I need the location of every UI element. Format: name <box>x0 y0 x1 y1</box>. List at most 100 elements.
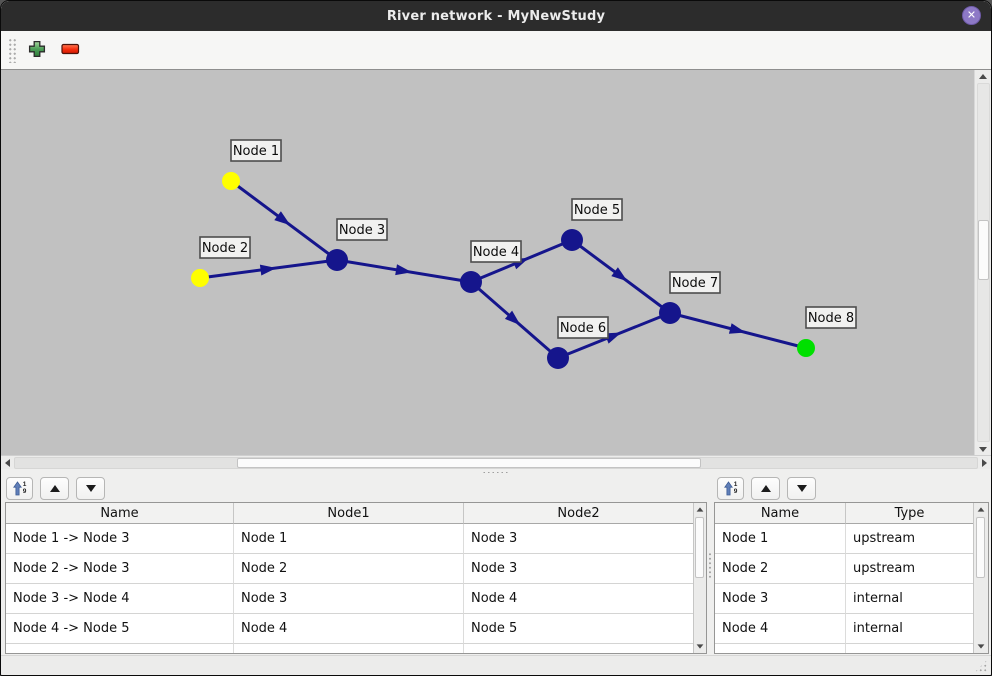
node-label-box-node-4[interactable] <box>470 240 522 263</box>
node-label-box-node-3[interactable] <box>336 218 388 241</box>
node-label-box-node-6[interactable] <box>557 316 609 339</box>
canvas-vertical-scrollbar[interactable] <box>974 70 991 455</box>
links-scroll-thumb[interactable] <box>694 517 704 578</box>
cell: Node 3 <box>464 524 693 554</box>
scroll-right-icon[interactable] <box>978 457 991 469</box>
scroll-down-icon[interactable] <box>977 443 990 455</box>
column-header-type[interactable]: Type <box>846 503 973 524</box>
graph-edge-arrow-icon <box>259 264 277 276</box>
scroll-up-icon[interactable] <box>976 503 987 516</box>
cell <box>846 644 973 653</box>
scroll-down-icon[interactable] <box>976 640 987 653</box>
nodes-scroll-track[interactable] <box>975 516 987 640</box>
horizontal-pane-splitter[interactable] <box>1 469 991 475</box>
graph-node-node-7[interactable] <box>659 302 681 324</box>
move-down-button[interactable] <box>76 477 105 500</box>
node-label-box-node-8[interactable] <box>805 306 857 329</box>
main-toolbar <box>1 31 991 69</box>
cell: Node 4 <box>234 614 464 644</box>
cell: Node 3 <box>715 584 846 614</box>
scroll-left-icon[interactable] <box>1 457 14 469</box>
close-icon: ✕ <box>966 8 977 22</box>
node-label-node-3: Node 3 <box>339 223 385 238</box>
move-down-button[interactable] <box>787 477 816 500</box>
cell: Node 4 <box>464 584 693 614</box>
graph-node-node-8[interactable] <box>797 339 815 357</box>
nodes-table-scrollbar[interactable] <box>973 503 988 653</box>
cell: Node 3 <box>464 554 693 584</box>
toolbar-drag-handle[interactable] <box>7 37 16 63</box>
add-button[interactable] <box>24 37 50 63</box>
graph-node-node-1[interactable] <box>222 172 240 190</box>
graph-node-node-4[interactable] <box>460 271 482 293</box>
scroll-up-icon[interactable] <box>977 70 990 82</box>
graph-edge-arrow-icon <box>504 310 521 326</box>
graph-node-node-5[interactable] <box>561 229 583 251</box>
move-down-icon <box>85 485 96 492</box>
graph-edge-arrow-icon <box>728 323 746 334</box>
graph-edge-arrow-icon <box>611 267 628 282</box>
node-label-box-node-1[interactable] <box>230 139 282 162</box>
column-header-node2[interactable]: Node2 <box>464 503 693 524</box>
cell: internal <box>846 584 973 614</box>
column-header-name[interactable]: Name <box>715 503 846 524</box>
graph-node-node-2[interactable] <box>191 269 209 287</box>
table-row[interactable] <box>715 644 973 653</box>
node-label-node-6: Node 6 <box>560 321 606 336</box>
window-resize-grip[interactable] <box>974 659 988 673</box>
scroll-down-icon[interactable] <box>695 640 706 653</box>
cell: Node 4 -> Node 5 <box>6 614 234 644</box>
column-header-node1[interactable]: Node1 <box>234 503 464 524</box>
node-label-box-node-2[interactable] <box>199 236 251 259</box>
graph-node-node-3[interactable] <box>326 249 348 271</box>
move-up-button[interactable] <box>40 477 69 500</box>
canvas-horizontal-scrollbar[interactable] <box>1 455 991 469</box>
links-table-scrollbar[interactable] <box>693 503 706 653</box>
node-label-node-7: Node 7 <box>672 276 718 291</box>
canvas-vscroll-thumb[interactable] <box>977 220 989 280</box>
move-down-icon <box>796 485 807 492</box>
cell: Node 3 -> Node 4 <box>6 584 234 614</box>
graph-node-node-6[interactable] <box>547 347 569 369</box>
cell: Node 1 <box>715 524 846 554</box>
canvas-hscroll-track[interactable] <box>14 456 978 469</box>
cell: Node 2 -> Node 3 <box>6 554 234 584</box>
title-bar[interactable]: River network - MyNewStudy ✕ <box>1 1 991 31</box>
nodes-scroll-thumb[interactable] <box>975 517 985 578</box>
node-label-box-node-7[interactable] <box>669 271 721 294</box>
move-up-icon <box>49 485 60 492</box>
cell: Node 1 <box>234 524 464 554</box>
green-plus-icon <box>28 40 46 61</box>
node-label-node-4: Node 4 <box>473 245 519 260</box>
cell <box>715 644 846 653</box>
close-button[interactable]: ✕ <box>962 6 981 25</box>
cell: Node 5 <box>464 614 693 644</box>
canvas-hscroll-thumb[interactable] <box>237 457 701 468</box>
remove-button[interactable] <box>57 37 83 63</box>
table-row[interactable] <box>6 644 693 653</box>
canvas-vscroll-track[interactable] <box>976 83 990 442</box>
node-label-box-node-5[interactable] <box>571 198 623 221</box>
cell: Node 2 <box>234 554 464 584</box>
column-header-name[interactable]: Name <box>6 503 234 524</box>
vertical-pane-splitter[interactable] <box>707 475 712 655</box>
move-up-button[interactable] <box>751 477 780 500</box>
scroll-up-icon[interactable] <box>695 503 706 516</box>
links-scroll-track[interactable] <box>694 516 706 640</box>
